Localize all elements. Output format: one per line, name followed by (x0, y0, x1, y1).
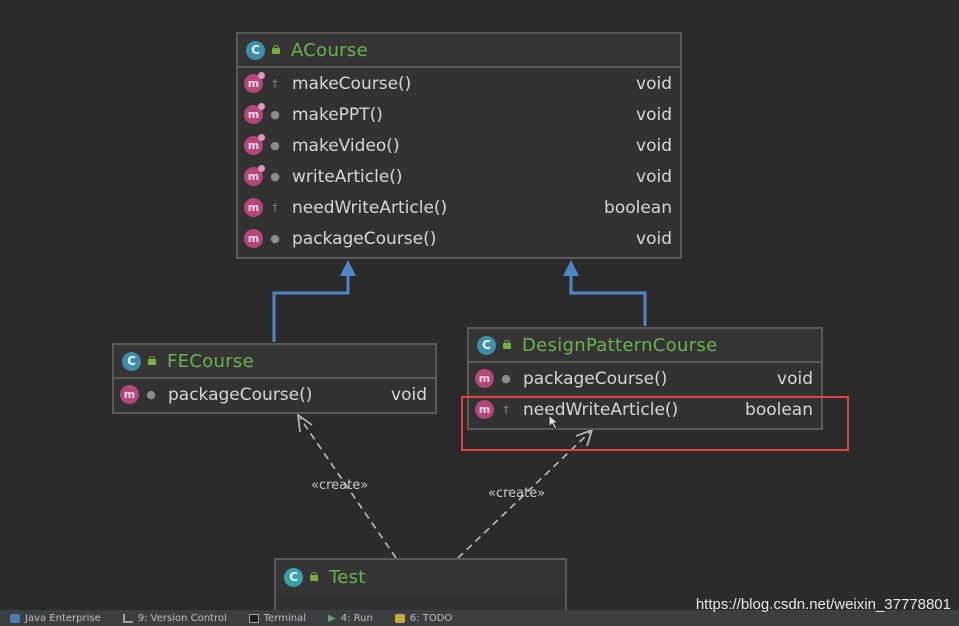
method-row[interactable]: m ● makePPT() void (238, 99, 680, 130)
package-visibility-icon: ● (270, 108, 280, 121)
highlight-box (461, 396, 849, 451)
class-designpatterncourse[interactable]: C DesignPatternCourse m ● packageCourse(… (467, 327, 823, 430)
class-fecourse[interactable]: C FECourse m ● packageCourse() void (112, 343, 437, 414)
lock-icon (147, 356, 157, 366)
inheritance-line-fecourse (272, 272, 350, 342)
class-test-header[interactable]: C Test (276, 560, 565, 594)
method-name: makeVideo() (292, 135, 400, 156)
statusbar-label: Java Enterprise (25, 612, 101, 624)
create-arrowhead-fecourse (296, 413, 313, 433)
package-visibility-icon: ● (146, 388, 156, 401)
method-return-type: void (777, 368, 813, 389)
statusbar-label: 6: TODO (409, 612, 453, 624)
class-icon: C (246, 40, 265, 60)
abstract-method-icon: m (244, 103, 265, 124)
protected-visibility-icon: † (503, 403, 509, 416)
watermark-url: https://blog.csdn.net/weixin_37778801 (695, 596, 951, 613)
package-visibility-icon: ● (270, 232, 280, 245)
class-name: DesignPatternCourse (522, 334, 718, 356)
method-return-type: void (636, 73, 672, 94)
inheritance-line-designpatterncourse (569, 272, 647, 326)
class-acourse-header[interactable]: C ACourse (238, 34, 680, 68)
class-name: FECourse (167, 350, 254, 372)
statusbar-label: 4: Run (340, 612, 373, 624)
create-label-left: «create» (311, 478, 369, 493)
lock-icon (271, 45, 281, 55)
statusbar-item-java-enterprise[interactable]: Java Enterprise (10, 613, 101, 624)
method-name: makePPT() (292, 104, 383, 125)
method-row[interactable]: m ● writeArticle() void (238, 161, 680, 192)
inheritance-arrow-designpatterncourse (563, 260, 579, 276)
package-visibility-icon: ● (270, 170, 280, 183)
class-name: Test (329, 566, 366, 588)
method-name: writeArticle() (292, 166, 403, 187)
method-icon: m (475, 400, 494, 419)
method-icon: m (244, 229, 263, 248)
todo-icon (394, 613, 405, 623)
method-name: packageCourse() (168, 384, 313, 405)
create-line-designpatterncourse (457, 431, 591, 559)
protected-visibility-icon: † (272, 201, 278, 214)
create-label-right: «create» (488, 486, 546, 501)
lock-icon (309, 572, 319, 582)
statusbar-item-terminal[interactable]: Terminal (248, 612, 307, 624)
terminal-icon (248, 613, 259, 623)
version-control-icon (122, 613, 133, 623)
method-row[interactable]: m ● packageCourse() void (238, 223, 680, 254)
java-enterprise-icon (10, 613, 20, 623)
method-row[interactable]: m ● makeVideo() void (238, 130, 680, 161)
create-line-fecourse (299, 417, 397, 559)
abstract-method-icon: m (244, 165, 265, 186)
statusbar-label: 9: Version Control (137, 612, 227, 624)
method-return-type: void (636, 228, 672, 249)
method-return-type: void (636, 135, 672, 156)
method-row[interactable]: m ● packageCourse() void (114, 379, 435, 410)
class-test[interactable]: C Test (274, 558, 567, 610)
class-acourse[interactable]: C ACourse m † makeCourse() void m ● make… (236, 32, 682, 259)
statusbar-label: Terminal (263, 612, 307, 624)
method-name: makeCourse() (292, 73, 412, 94)
create-arrowhead-designpatterncourse (575, 428, 594, 447)
method-row[interactable]: m † needWriteArticle() boolean (469, 394, 821, 425)
method-return-type: void (636, 166, 672, 187)
protected-visibility-icon: † (272, 77, 278, 90)
method-icon: m (120, 385, 139, 404)
method-name: packageCourse() (292, 228, 437, 249)
run-icon: ▶ (328, 612, 336, 624)
class-icon: C (477, 335, 496, 355)
package-visibility-icon: ● (270, 139, 280, 152)
abstract-method-icon: m (244, 134, 265, 155)
statusbar-item-version-control[interactable]: 9: Version Control (122, 612, 227, 624)
method-name: needWriteArticle() (292, 197, 448, 218)
method-name: packageCourse() (523, 368, 668, 389)
class-name: ACourse (291, 39, 368, 61)
mouse-cursor-icon (548, 414, 560, 430)
abstract-method-icon: m (244, 72, 265, 93)
statusbar-item-todo[interactable]: 6: TODO (394, 612, 453, 624)
method-return-type: void (636, 104, 672, 125)
ide-statusbar: Java Enterprise 9: Version Control Termi… (0, 610, 959, 626)
class-fecourse-header[interactable]: C FECourse (114, 345, 435, 379)
method-row[interactable]: m ● packageCourse() void (469, 363, 821, 394)
lock-icon (502, 340, 512, 350)
class-designpatterncourse-header[interactable]: C DesignPatternCourse (469, 329, 821, 363)
method-return-type: boolean (604, 197, 672, 218)
method-return-type: void (391, 384, 427, 405)
method-row[interactable]: m † needWriteArticle() boolean (238, 192, 680, 223)
method-name: needWriteArticle() (523, 399, 679, 420)
inheritance-arrow-fecourse (340, 260, 356, 276)
method-icon: m (475, 369, 494, 388)
method-return-type: boolean (745, 399, 813, 420)
method-row[interactable]: m † makeCourse() void (238, 68, 680, 99)
class-icon: C (122, 351, 141, 371)
class-icon: C (284, 567, 303, 587)
package-visibility-icon: ● (501, 372, 511, 385)
method-icon: m (244, 198, 263, 217)
statusbar-item-run[interactable]: ▶ 4: Run (328, 613, 373, 624)
